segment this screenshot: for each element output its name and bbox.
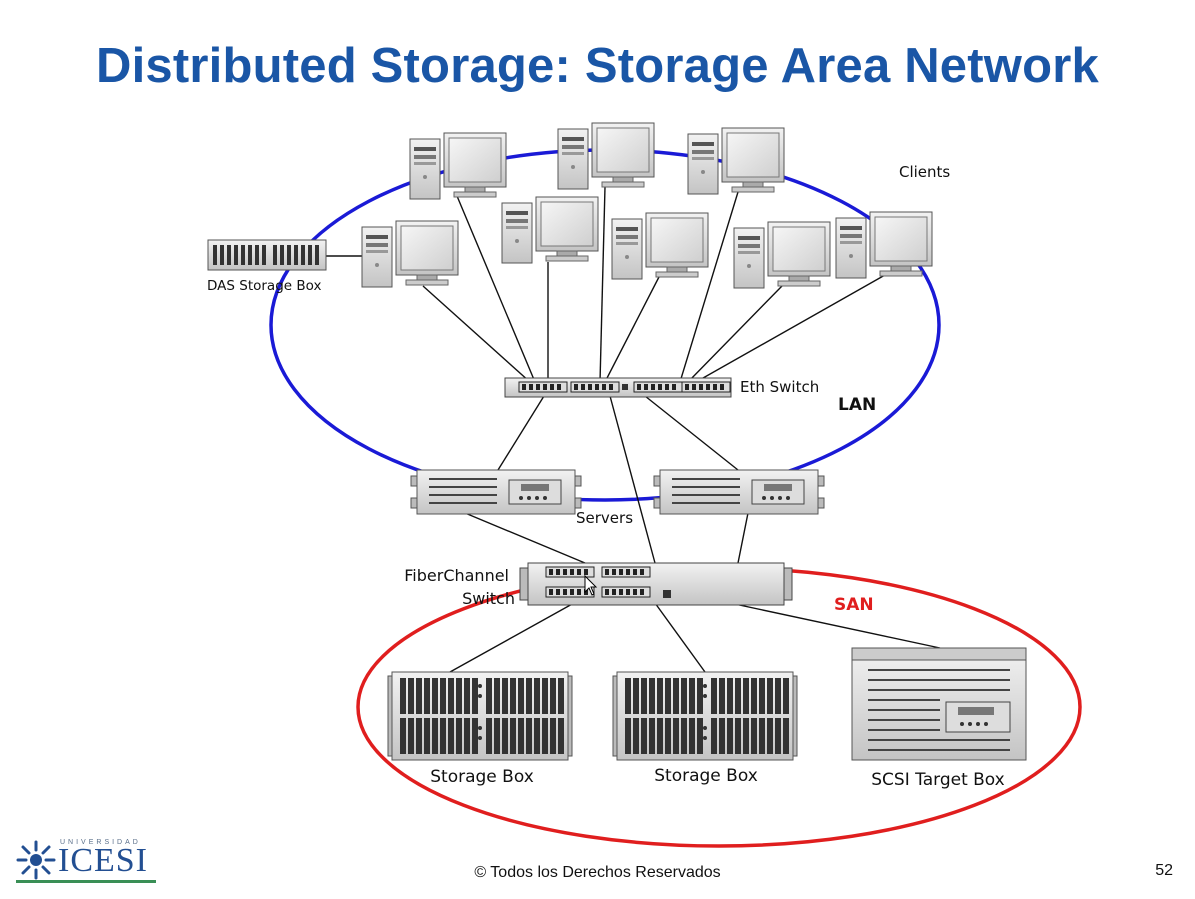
logo-university-text: UNIVERSIDAD [60, 839, 141, 846]
client-pc-8 [361, 220, 459, 288]
client-pc-5 [611, 212, 709, 280]
storage-box-1 [388, 672, 572, 760]
storage-box-1-label: Storage Box [430, 767, 534, 787]
client-pc-1 [409, 132, 507, 200]
scsi-target-box-label: SCSI Target Box [871, 770, 1004, 790]
client-pc-4 [501, 196, 599, 264]
sunburst-logo-icon [16, 840, 56, 880]
server-2 [653, 469, 825, 515]
client-pc-2 [557, 122, 655, 190]
storage-box-2 [613, 672, 797, 760]
das-storage-box [207, 239, 327, 271]
logo-underline [16, 880, 156, 883]
fiberchannel-switch [519, 562, 793, 606]
eth-switch [504, 377, 732, 398]
fiberchannel-switch-label-line2: Switch [462, 589, 515, 608]
client-pc-7 [835, 211, 933, 279]
san-label: SAN [834, 595, 874, 615]
servers-label: Servers [576, 509, 633, 527]
icesi-logo: UNIVERSIDAD ICESI [16, 838, 161, 888]
client-pc-3 [687, 127, 785, 195]
server-1 [410, 469, 582, 515]
mouse-cursor-icon [584, 574, 598, 596]
logo-icesi-text: ICESI [58, 842, 148, 879]
network-cables [326, 186, 941, 673]
das-storage-box-label: DAS Storage Box [207, 278, 321, 294]
page-number: 52 [1155, 862, 1173, 879]
fiberchannel-switch-label-line1: FiberChannel [404, 566, 509, 585]
eth-switch-label: Eth Switch [740, 378, 819, 396]
footer-copyright: © Todos los Derechos Reservados [474, 864, 721, 881]
client-pc-6 [733, 221, 831, 289]
storage-box-2-label: Storage Box [654, 766, 758, 786]
scsi-target-box [851, 647, 1027, 761]
lan-label: LAN [838, 395, 876, 415]
clients-label: Clients [899, 163, 950, 181]
slide-title: Distributed Storage: Storage Area Networ… [96, 39, 1099, 93]
